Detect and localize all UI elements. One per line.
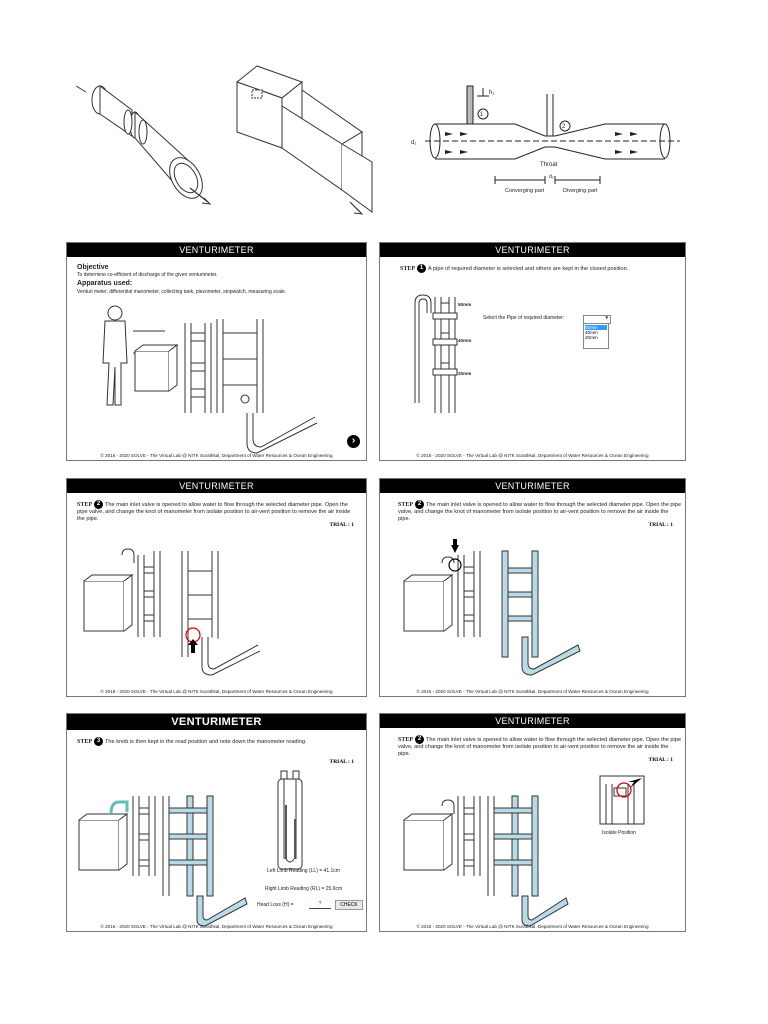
apparatus-drawing <box>83 548 261 676</box>
footer-text: © 2016 - 2020 SOLVE - The Virtual Lab @ … <box>416 924 649 929</box>
step-text: The main inlet valve is opened to allow … <box>398 501 681 522</box>
panel-title: VENTURIMETER <box>380 714 685 728</box>
step-word: STEP <box>77 501 93 508</box>
objective-heading: Objective <box>77 264 109 271</box>
trial-label: TRIAL : 1 <box>648 522 673 528</box>
option-40mm[interactable]: 40mm <box>585 330 598 335</box>
label-throat: Throat <box>540 162 558 168</box>
footer-text: © 2016 - 2020 SOLVE - The Virtual Lab @ … <box>100 689 333 694</box>
panel-title: VENTURIMETER <box>67 243 366 257</box>
check-button[interactable]: CHECK <box>335 900 363 910</box>
pipe-label-20: 20mm <box>458 371 472 376</box>
footer-text: © 2016 - 2020 SOLVE - The Virtual Lab @ … <box>416 689 649 694</box>
right-limb-reading: Right Limb Reading (RL) = 25.9cm <box>265 886 343 892</box>
step-number: 3 <box>94 737 104 746</box>
diameter-options: 50mm 40mm 20mm <box>583 323 609 349</box>
step-text: The main inlet valve is opened to allow … <box>77 501 351 522</box>
select-label: Select the Pipe of required diameter: <box>483 315 565 321</box>
apparatus-text: Venturi meter, differential manometer, c… <box>77 289 287 295</box>
isolate-knob-detail <box>599 775 645 825</box>
circular-venturi-drawing <box>75 85 212 205</box>
label-converging: Converging part <box>505 188 545 194</box>
step-word: STEP <box>398 736 414 743</box>
trial-label: TRIAL : 1 <box>329 759 354 765</box>
label-diverging: Diverging part <box>563 188 598 194</box>
panel-title: VENTURIMETER <box>380 479 685 493</box>
pipe-label-50: 50mm <box>458 302 472 307</box>
step-number: 2 <box>94 500 104 509</box>
label-point-2: 2 <box>562 124 566 130</box>
step-number: 1 <box>417 264 427 273</box>
converging-text: Converging part <box>505 188 545 194</box>
trial-label: TRIAL : 1 <box>648 757 673 763</box>
option-20mm[interactable]: 20mm <box>585 335 598 340</box>
step-number: 2 <box>415 735 425 744</box>
label-d1: d₁ <box>411 140 416 146</box>
objective-text: To determine co-efficient of discharge o… <box>77 272 218 278</box>
panel-objective: VENTURIMETER Objective To determine co-e… <box>66 242 367 461</box>
apparatus-drawing <box>102 305 318 454</box>
chevron-down-icon: ▾ <box>605 315 608 321</box>
step-word: STEP <box>400 265 416 272</box>
footer-text: © 2016 - 2020 SOLVE - The Virtual Lab @ … <box>100 924 333 929</box>
head-loss-input[interactable]: ? <box>309 901 331 909</box>
apparatus-drawing <box>403 795 569 927</box>
head-loss-label: Head Loss (H) = <box>257 902 294 908</box>
panel-title: VENTURIMETER <box>67 479 366 493</box>
apparatus-drawing <box>78 795 248 927</box>
step-text: The knob is then kept in the read positi… <box>105 738 307 745</box>
isolate-position-caption: Isolate Position <box>602 830 636 836</box>
apparatus-drawing <box>403 539 581 676</box>
rectangular-venturi-drawing <box>235 65 373 215</box>
venturi-schematic: h₁ 1 2 d₁ Throat d₂ Converging part Dive… <box>411 85 680 194</box>
option-50mm[interactable]: 50mm <box>585 325 607 330</box>
footer-text: © 2016 - 2020 SOLVE - The Virtual Lab @ … <box>416 453 649 458</box>
diverging-text: Diverging part <box>563 188 598 194</box>
next-button[interactable]: › <box>347 435 360 448</box>
label-point-1: 1 <box>480 112 484 118</box>
left-limb-reading: Left Limb Reading (LL) = 41.1cm <box>267 868 340 874</box>
step-word: STEP <box>77 738 93 745</box>
manometer-drawing <box>277 770 303 870</box>
step-text: A pipe of required diameter is selected … <box>428 265 629 272</box>
step-word: STEP <box>398 501 414 508</box>
label-d2: d₂ <box>549 174 554 180</box>
apparatus-heading: Apparatus used: <box>77 280 133 287</box>
footer-text: © 2016 - 2020 SOLVE - The Virtual Lab @ … <box>100 453 333 458</box>
step-number: 2 <box>415 500 425 509</box>
panel-title: VENTURIMETER <box>67 714 366 730</box>
label-h1: h₁ <box>489 90 494 96</box>
pipe-label-40: 40mm <box>458 338 472 343</box>
pipes-drawing <box>414 294 458 413</box>
step-text: The main inlet valve is opened to allow … <box>398 736 681 757</box>
trial-label: TRIAL : 1 <box>329 522 354 528</box>
panel-title: VENTURIMETER <box>380 243 685 257</box>
